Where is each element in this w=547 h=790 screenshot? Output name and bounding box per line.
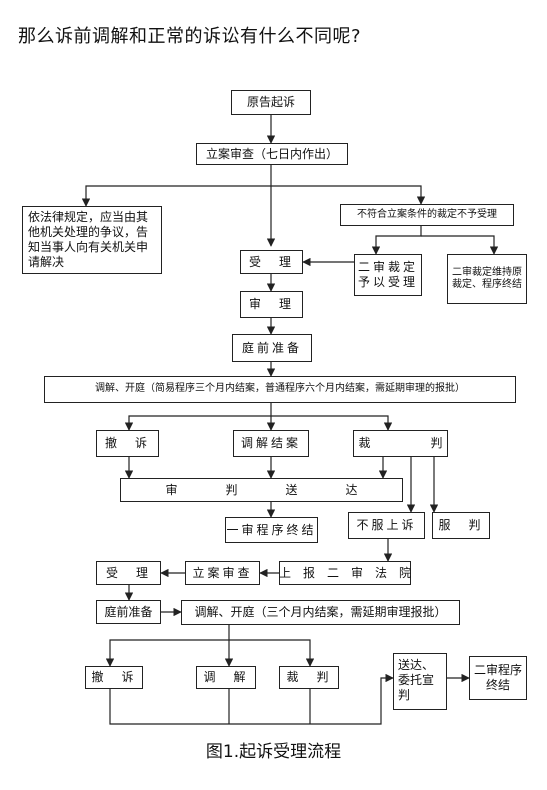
node-label: 送达、委托宣判 (398, 658, 435, 702)
node-label: 调解结案 (240, 436, 301, 450)
node-label: 不服上诉 (356, 518, 417, 532)
node-label: 裁 判 (286, 670, 332, 684)
node-label: 调解、开庭（三个月内结案，需延期审理报批） (194, 605, 447, 619)
edge-collect-to-service2 (109, 673, 394, 725)
node-label: 庭前准备 (241, 340, 302, 355)
edge-reject-to-upheld (421, 235, 499, 255)
node-filing-review: 立案审查（七日内作出） (196, 143, 348, 165)
node-label: 二审程序终结 (473, 663, 522, 692)
node-report-appeal-court: 上 报 二 审 法 院 (279, 561, 411, 585)
node-judgment: 裁 判 (353, 430, 448, 457)
node-label: 上 报 二 审 法 院 (279, 565, 412, 580)
node-label: 不符合立案条件的裁定不予受理 (357, 208, 497, 220)
node-plaintiff-sues: 原告起诉 (231, 90, 311, 115)
edge-to-withdraw (124, 403, 272, 431)
node-label: 依法律规定，应当由其他机关处理的争议，告知当事人向有关机关申请解决 (28, 210, 149, 269)
node-appeal-upheld: 二审裁定维持原裁定、程序终结 (447, 254, 527, 304)
figure-caption: 图1.起诉受理流程 (205, 742, 342, 762)
node-label: 立案审查 (192, 565, 253, 580)
node-label: 撤 诉 (91, 670, 137, 684)
node-second-review: 立案审查 (185, 561, 260, 585)
node-pretrial-prep: 庭前准备 (232, 334, 312, 362)
node-label: 受 理 (248, 254, 294, 269)
node-appeal: 不服上诉 (348, 512, 425, 539)
node-label: 二审裁定予以受理 (358, 260, 419, 289)
node-second-mediation-hearing: 调解、开庭（三个月内结案，需延期审理报批） (181, 600, 460, 625)
node-label: 撤 诉 (104, 436, 150, 450)
node-label: 服 判 (438, 518, 484, 532)
node-second-withdraw: 撤 诉 (85, 666, 143, 689)
node-label: 受 理 (105, 565, 151, 580)
edge-to-withdraw2 (105, 625, 230, 667)
node-mediation-hearing: 调解、开庭（简易程序三个月内结案，普通程序六个月内结案，需延期审理的报批） (44, 376, 516, 403)
page-title: 那么诉前调解和正常的诉讼有什么不同呢? (18, 26, 362, 47)
node-mediation-closed: 调解结案 (233, 430, 309, 457)
node-label: 庭前准备 (104, 604, 153, 619)
node-second-mediate: 调 解 (196, 666, 256, 689)
edge-review-to-reject (271, 185, 426, 205)
node-judgment-service: 审 判 送 达 (120, 478, 403, 502)
node-label: 一审程序终结 (226, 522, 317, 537)
edge-to-judge2 (229, 639, 315, 667)
node-second-prep: 庭前准备 (96, 600, 161, 624)
node-second-judge: 裁 判 (279, 666, 339, 689)
node-service-pronounce: 送达、委托宣判 (393, 653, 447, 710)
node-other-agency: 依法律规定，应当由其他机关处理的争议，告知当事人向有关机关申请解决 (22, 206, 162, 274)
node-label: 审 判 送 达 (165, 482, 358, 497)
node-label: 立案审查（七日内作出） (205, 146, 338, 161)
node-label: 调 解 (203, 670, 249, 684)
node-label: 调解、开庭（简易程序三个月内结案，普通程序六个月内结案，需延期审理的报批） (95, 383, 465, 395)
edge-reject-to-appeal-accept (371, 226, 422, 255)
node-second-instance-end: 二审程序终结 (469, 656, 527, 700)
node-withdraw: 撤 诉 (96, 430, 159, 457)
node-label: 裁 判 (358, 436, 443, 450)
node-first-instance-end: 一审程序终结 (225, 517, 318, 543)
node-label: 原告起诉 (246, 95, 295, 109)
node-appeal-accept: 二审裁定予以受理 (354, 254, 422, 296)
node-second-accept: 受 理 (96, 561, 161, 585)
node-accept-verdict: 服 判 (432, 512, 490, 539)
node-accept: 受 理 (240, 250, 303, 274)
edge-to-judgment (271, 415, 393, 431)
node-label: 二审裁定维持原裁定、程序终结 (452, 266, 522, 291)
edge-review-to-other-agency (81, 165, 272, 207)
node-reject-ruling: 不符合立案条件的裁定不予受理 (340, 204, 514, 226)
node-trial: 审 理 (240, 291, 303, 318)
node-label: 审 理 (248, 297, 294, 311)
